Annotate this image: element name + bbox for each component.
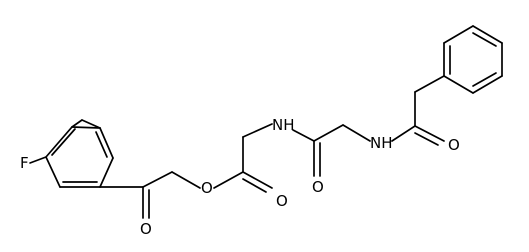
bond <box>99 157 114 188</box>
bond <box>99 127 114 159</box>
bond <box>95 131 108 158</box>
bond <box>414 132 439 146</box>
ester-carbonyl-oxygen-label: O <box>276 192 288 210</box>
bond <box>414 75 445 93</box>
bond <box>213 171 244 189</box>
bonds <box>29 25 503 219</box>
bond <box>45 126 73 158</box>
bond <box>472 32 497 47</box>
bond <box>29 156 47 164</box>
bond <box>45 156 61 188</box>
amide-carbonyl-oxygen-2-label: O <box>448 136 460 154</box>
bond <box>71 119 83 128</box>
bond <box>414 125 445 142</box>
amide-nitrogen-1-label: NH <box>272 116 295 134</box>
ketone-oxygen-label: O <box>140 220 152 238</box>
ester-oxygen-label: O <box>201 179 213 197</box>
bond <box>443 25 474 44</box>
fluorine-label: F <box>20 154 29 172</box>
bond <box>391 125 416 142</box>
bond <box>472 25 503 44</box>
atom-labels: F O O O NH O NH O <box>20 116 460 238</box>
bond <box>71 126 101 129</box>
bond <box>242 123 273 138</box>
amide-carbonyl-oxygen-1-label: O <box>312 178 324 196</box>
bond <box>171 171 201 189</box>
bond <box>292 129 315 142</box>
bond <box>472 75 503 94</box>
bond <box>342 124 371 142</box>
bond <box>242 171 273 189</box>
bond <box>313 124 344 142</box>
bond <box>142 171 173 188</box>
bond <box>51 128 76 156</box>
bond <box>242 178 267 193</box>
bond <box>472 72 497 87</box>
amide-nitrogen-2-label: NH <box>370 134 393 152</box>
bond <box>443 75 474 94</box>
bond <box>81 119 101 129</box>
